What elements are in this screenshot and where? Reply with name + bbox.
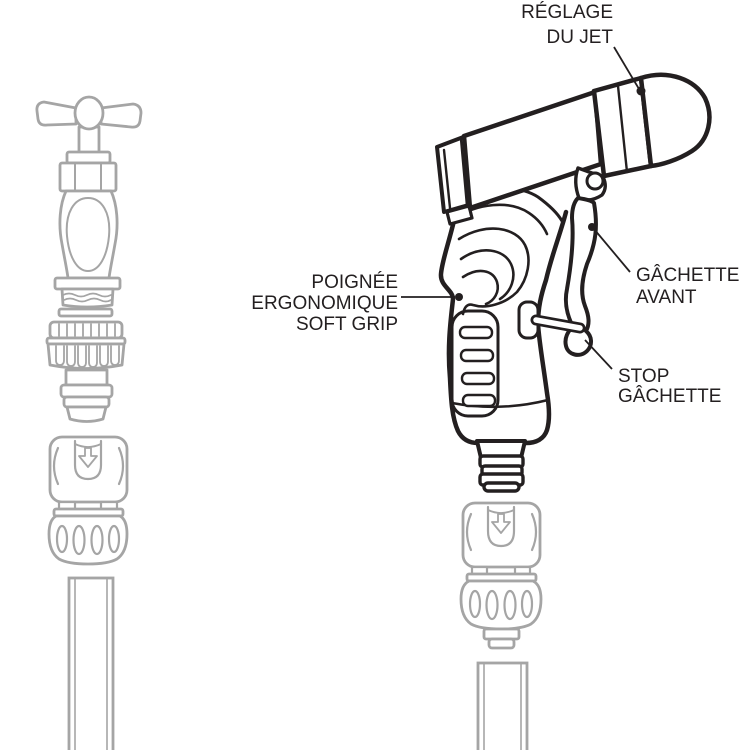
gun-nozzle-dome <box>638 72 712 169</box>
trigger-pivot <box>585 171 605 191</box>
spray-gun-illustration <box>435 72 712 493</box>
label-front-trigger-line1: GÂCHETTE <box>636 265 740 286</box>
leader-dot-soft-grip <box>455 293 463 301</box>
gun-body-contour-lines <box>452 187 564 316</box>
faucet-bonnet-nut <box>58 161 118 193</box>
gun-rear-cap-step <box>445 204 474 226</box>
down-arrow-icon <box>491 513 511 534</box>
coupling-body-left <box>48 435 129 504</box>
label-jet-adjustment-line2: DU JET <box>546 27 614 48</box>
tap-connector-illustration <box>45 320 127 423</box>
leader-dot-jet-adjustment <box>636 86 646 96</box>
faucet-handle-knob <box>73 95 105 131</box>
gun-outlet-connector <box>475 439 527 493</box>
faucet-body-inner-line <box>65 197 111 272</box>
label-trigger-stop-line2: GÂCHETTE <box>618 386 722 407</box>
leader-line-front-trigger <box>593 228 631 273</box>
leader-lines <box>401 46 646 370</box>
coupling-body-right <box>461 501 542 569</box>
hose-left <box>67 576 115 750</box>
leader-line-jet-adjustment <box>613 46 640 90</box>
coupling-tip-right <box>482 627 521 641</box>
down-arrow-icon <box>78 447 98 468</box>
label-soft-grip-line2: ERGONOMIQUE <box>251 293 398 314</box>
tap-connector-ring1 <box>59 383 114 399</box>
faucet-threaded-spout <box>60 287 115 309</box>
faucet-handle-right-arm <box>99 102 143 129</box>
label-front-trigger: GÂCHETTE AVANT <box>636 265 739 309</box>
label-front-trigger-line2: AVANT <box>636 287 697 308</box>
faucet-illustration <box>35 95 143 318</box>
soft-grip-ridges <box>458 325 497 408</box>
tap-connector-ring2 <box>62 395 111 409</box>
coupling-nut-left <box>47 514 129 566</box>
tap-connector-nut <box>48 320 124 340</box>
label-jet-adjustment-line1: RÉGLAGE <box>521 2 613 23</box>
faucet-spout-end-band <box>57 307 114 318</box>
hose-right <box>476 661 529 750</box>
label-trigger-stop-line1: STOP <box>618 366 670 387</box>
label-soft-grip-line3: SOFT GRIP <box>295 314 398 335</box>
label-jet-adjustment: RÉGLAGE DU JET <box>521 0 613 50</box>
gun-bell-line <box>450 398 550 409</box>
soft-grip-pad <box>450 309 500 418</box>
leader-line-trigger-stop <box>584 339 613 370</box>
tap-connector-neck <box>64 368 109 387</box>
coupling-nut-right <box>459 579 543 631</box>
faucet-collar <box>65 150 112 165</box>
tap-connector-tip <box>65 405 108 423</box>
coupling-channel-right <box>486 505 516 548</box>
label-soft-grip-handle: POIGNÉE ERGONOMIQUE SOFT GRIP <box>251 272 398 335</box>
hose-quick-connector-right <box>459 501 543 650</box>
label-soft-grip-line1: POIGNÉE <box>311 272 398 293</box>
leader-dot-front-trigger <box>588 223 596 231</box>
label-trigger-stop: STOP GÂCHETTE <box>618 367 721 407</box>
gun-trigger <box>563 196 598 357</box>
coupling-channel-left <box>73 439 103 481</box>
faucet-handle-left-arm <box>35 100 78 127</box>
gun-handle <box>440 212 566 443</box>
hose-quick-connector-left <box>47 435 129 566</box>
faucet-flange <box>53 276 122 291</box>
